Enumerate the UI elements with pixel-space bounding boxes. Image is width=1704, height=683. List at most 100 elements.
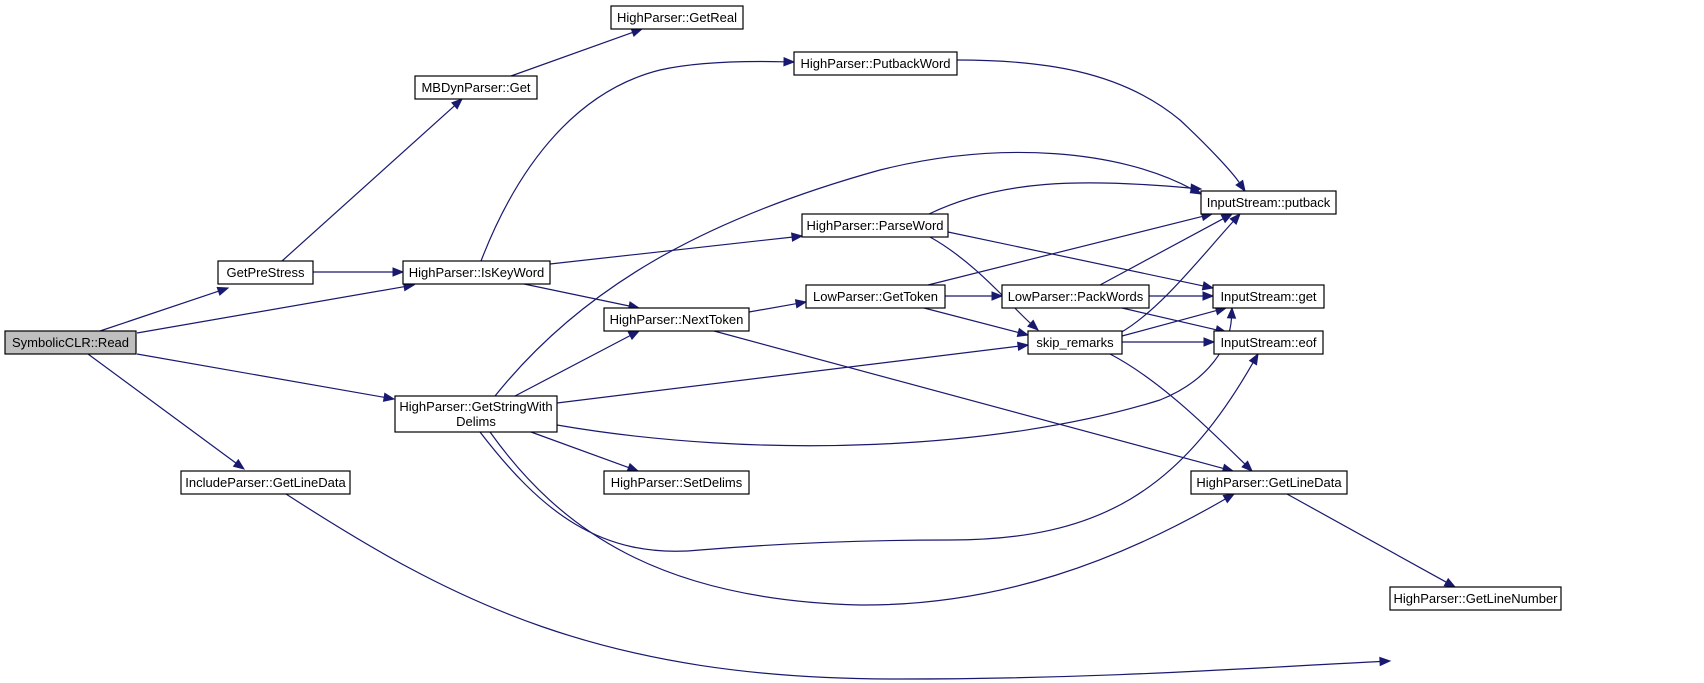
node-highparser_iskeyword[interactable]: HighParser::IsKeyWord (402, 260, 551, 285)
arrowhead-icon (382, 392, 396, 402)
node-label: GetPreStress (226, 265, 305, 280)
node-lowparser_gettoken[interactable]: LowParser::GetToken (805, 284, 946, 309)
edge-includeparser_getlinedata-to-highparser_getlinenumber (285, 493, 1392, 680)
edge-highparser_nexttoken-to-lowparser_gettoken (748, 299, 808, 313)
node-mbdynparser_get[interactable]: MBDynParser::Get (414, 75, 538, 100)
node-box[interactable] (603, 470, 750, 495)
edge-read-to-highparser_iskeyword (136, 282, 416, 334)
arrowhead-icon (1248, 352, 1259, 366)
node-box[interactable] (217, 260, 314, 285)
edge-skip_remarks-to-inputstream_putback (1119, 213, 1241, 334)
node-label: HighParser::PutbackWord (800, 56, 950, 71)
arrowhead-icon (1379, 656, 1392, 667)
node-label: InputStream::get (1220, 289, 1316, 304)
edge-line (510, 31, 633, 77)
node-box[interactable] (180, 470, 351, 495)
arrowhead-icon (627, 330, 641, 341)
arrowhead-icon (1222, 493, 1236, 504)
node-label: HighParser::ParseWord (806, 218, 943, 233)
edge-line (1121, 310, 1217, 337)
edge-line (1119, 220, 1234, 334)
arrowhead-icon (794, 299, 808, 309)
edge-highparser_getstringwithdelims-to-inputstream_get (556, 306, 1237, 447)
edge-line (136, 353, 385, 398)
node-highparser_getreal[interactable]: HighParser::GetReal (610, 5, 744, 30)
node-box[interactable] (801, 213, 949, 238)
edge-line (285, 493, 1381, 680)
node-label: HighParser::GetReal (617, 10, 737, 25)
arrowhead-icon (1016, 327, 1030, 337)
edge-line (479, 362, 1254, 552)
edges-layer (87, 28, 1457, 680)
node-lowparser_packwords[interactable]: LowParser::PackWords (1001, 284, 1150, 309)
edge-lowparser_packwords-to-inputstream_putback (1099, 213, 1234, 286)
edge-highparser_parseword-to-inputstream_get (947, 231, 1215, 291)
node-box[interactable] (1212, 284, 1325, 309)
edge-line (1109, 353, 1246, 465)
node-highparser_getlinedata[interactable]: HighParser::GetLineData (1190, 470, 1348, 495)
edge-lowparser_gettoken-to-lowparser_packwords (945, 291, 1004, 301)
node-box[interactable] (1001, 284, 1150, 309)
node-getprestress[interactable]: GetPreStress (217, 260, 314, 285)
edge-read-to-includeparser_getlinedata (87, 353, 246, 470)
arrowhead-icon (1220, 213, 1234, 224)
edge-line (947, 231, 1204, 287)
edge-highparser_getlinedata-to-highparser_getlinenumber (1286, 493, 1457, 588)
edge-highparser_parseword-to-skip_remarks (929, 236, 1040, 331)
arrowhead-icon (1189, 184, 1203, 195)
arrowhead-icon (1443, 577, 1457, 588)
node-highparser_setdelims[interactable]: HighParser::SetDelims (603, 470, 750, 495)
node-skip_remarks[interactable]: skip_remarks (1027, 330, 1123, 355)
edge-line (556, 317, 1233, 447)
node-highparser_nexttoken[interactable]: HighParser::NextToken (603, 307, 750, 332)
edge-read-to-highparser_getstringwithdelims (136, 353, 396, 402)
node-box[interactable] (4, 330, 137, 355)
edge-highparser_getstringwithdelims-to-highparser_getlinedata (489, 431, 1236, 606)
edge-highparser_iskeyword-to-highparser_putbackword (480, 57, 796, 262)
node-box[interactable] (1190, 470, 1348, 495)
node-read[interactable]: SymbolicCLR::Read (4, 330, 137, 355)
node-label: LowParser::GetToken (813, 289, 938, 304)
node-box[interactable] (610, 5, 744, 30)
node-box[interactable] (402, 260, 551, 285)
node-label: InputStream::eof (1220, 335, 1316, 350)
edge-line (923, 307, 1019, 334)
edge-line (928, 182, 1192, 215)
node-box[interactable] (603, 307, 750, 332)
edge-skip_remarks-to-inputstream_get (1121, 306, 1228, 337)
node-highparser_getlinenumber[interactable]: HighParser::GetLineNumber (1389, 586, 1562, 611)
arrowhead-icon (991, 291, 1004, 301)
edge-line (713, 330, 1224, 469)
node-box[interactable] (1389, 586, 1562, 611)
edge-lowparser_packwords-to-inputstream_get (1149, 291, 1215, 301)
node-box[interactable] (414, 75, 538, 100)
arrowhead-icon (1229, 213, 1241, 225)
node-inputstream_get[interactable]: InputStream::get (1212, 284, 1325, 309)
node-inputstream_putback[interactable]: InputStream::putback (1200, 190, 1337, 215)
arrowhead-icon (1027, 319, 1040, 331)
node-box[interactable] (394, 395, 558, 433)
node-includeparser_getlinedata[interactable]: IncludeParser::GetLineData (180, 470, 351, 495)
edge-skip_remarks-to-highparser_getlinedata (1109, 353, 1253, 472)
node-highparser_putbackword[interactable]: HighParser::PutbackWord (793, 51, 958, 76)
edge-highparser_iskeyword-to-highparser_nexttoken (523, 283, 641, 311)
node-inputstream_eof[interactable]: InputStream::eof (1213, 330, 1324, 355)
node-box[interactable] (805, 284, 946, 309)
node-label: HighParser::NextToken (610, 312, 744, 327)
node-box[interactable] (1027, 330, 1123, 355)
arrowhead-icon (451, 98, 464, 110)
node-highparser_parseword[interactable]: HighParser::ParseWord (801, 213, 949, 238)
arrowhead-icon (1203, 337, 1216, 347)
node-label: MBDynParser::Get (421, 80, 530, 95)
arrowhead-icon (783, 57, 796, 67)
arrowhead-icon (626, 462, 640, 472)
edge-getprestress-to-mbdynparser_get (281, 98, 464, 262)
node-box[interactable] (1213, 330, 1324, 355)
edge-line (748, 303, 797, 313)
node-box[interactable] (1200, 190, 1337, 215)
edge-line (927, 215, 1203, 286)
edge-line (523, 283, 630, 307)
edge-line (494, 151, 1193, 397)
node-box[interactable] (793, 51, 958, 76)
